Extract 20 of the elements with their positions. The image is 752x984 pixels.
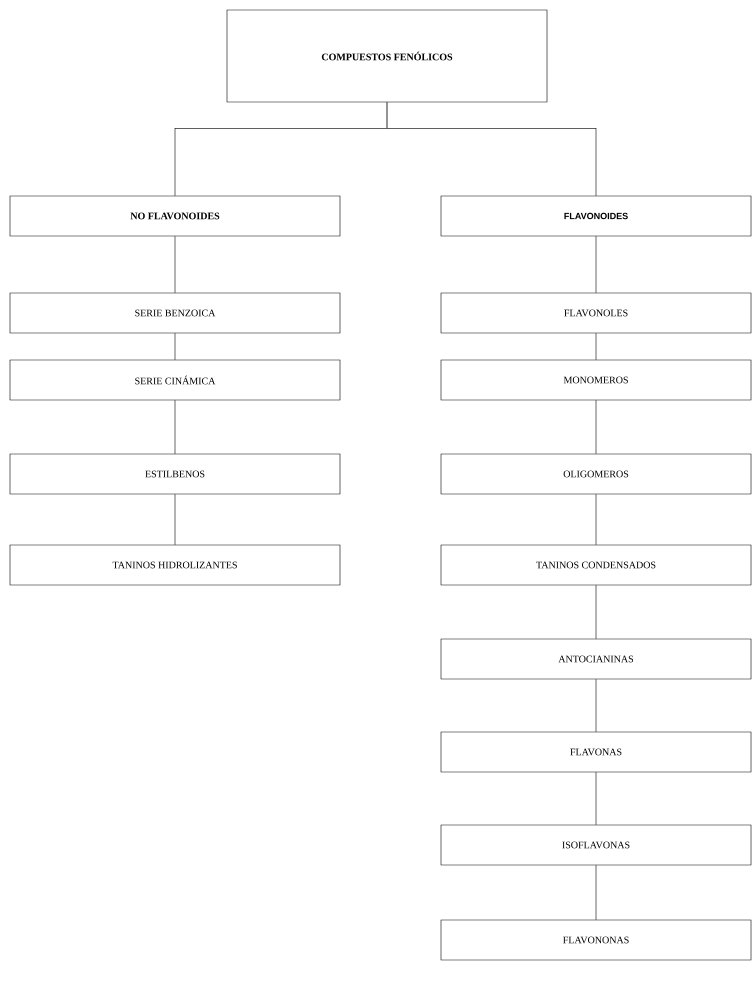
category-box: FLAVONONAS [440, 920, 752, 960]
connector-line [174, 236, 176, 293]
category-box: OLIGOMEROS [440, 454, 752, 494]
connector-line [174, 494, 176, 545]
category-box: NO FLAVONOIDES [10, 196, 340, 236]
category-box: FLAVONAS [440, 732, 752, 772]
connector-line [174, 333, 176, 360]
category-box: ANTOCIANINAS [440, 638, 752, 680]
category-box: SERIE CINÁMICA [10, 360, 340, 400]
connector-line [174, 400, 176, 454]
category-box: FLAVONOIDES [440, 196, 752, 236]
connector-line [386, 102, 596, 196]
category-box: MONOMEROS [440, 360, 752, 400]
category-box: COMPUESTOS FENÓLICOS [226, 10, 548, 102]
category-box: ISOFLAVONAS [440, 824, 752, 866]
category-box: TANINOS HIDROLIZANTES [10, 544, 340, 586]
category-box: TANINOS CONDENSADOS [440, 544, 752, 586]
category-box: SERIE BENZOICA [10, 292, 340, 334]
category-box: ESTILBENOS [10, 454, 340, 494]
category-box: FLAVONOLES [440, 292, 752, 334]
